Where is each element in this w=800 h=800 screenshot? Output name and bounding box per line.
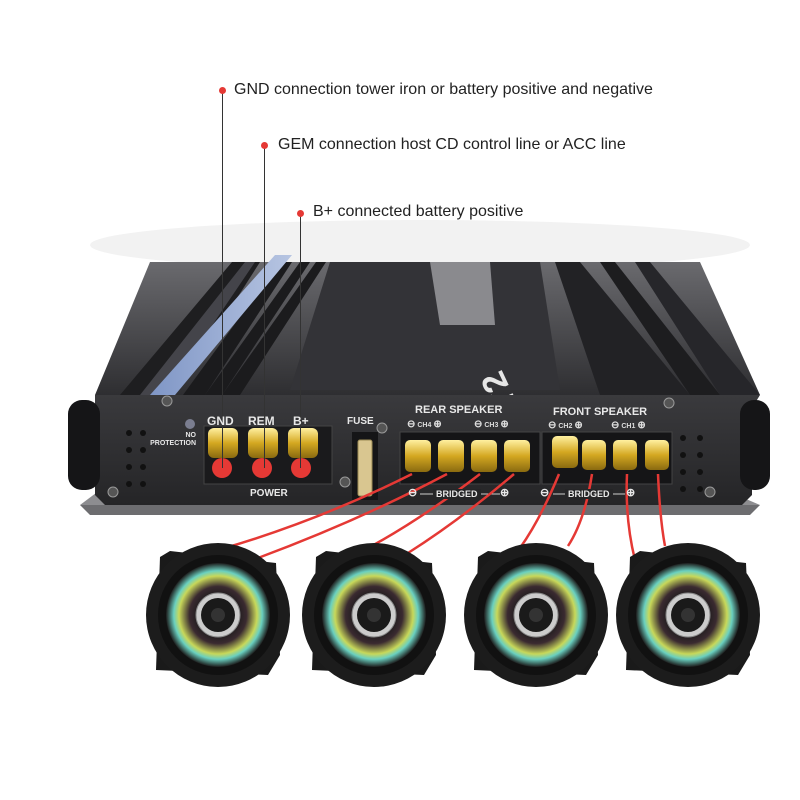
minus-icon: ⊖ [407, 419, 416, 430]
power-label: POWER [250, 488, 288, 499]
ch2-polarity: ⊖ CH2 ⊕ [548, 420, 583, 431]
gnd-callout-dot-icon [219, 87, 226, 94]
ch3-label: CH3 [484, 422, 499, 429]
rear-speaker-title: REAR SPEAKER [415, 404, 503, 416]
protection-label: NO PROTECTION [150, 432, 196, 447]
ch3-polarity: ⊖ CH3 ⊕ [474, 419, 509, 430]
ch2-label: CH2 [558, 423, 573, 430]
rem-leader-line [264, 147, 265, 468]
ch1-polarity: ⊖ CH1 ⊕ [611, 420, 646, 431]
minus-icon: ⊖ [611, 420, 620, 431]
speakers [146, 543, 760, 687]
front-bridged-plus-icon: ⊕ [626, 487, 636, 499]
rem-callout-text: GEM connection host CD control line or A… [278, 136, 626, 153]
plus-icon: ⊕ [500, 419, 509, 430]
front-bridged-minus-icon: ⊖ [540, 487, 550, 499]
plus-icon: ⊕ [574, 420, 583, 431]
bplus-callout-dot-icon [297, 210, 304, 217]
ch1-label: CH1 [621, 423, 636, 430]
plus-icon: ⊕ [433, 419, 442, 430]
bplus-leader-line [300, 215, 301, 468]
ch4-label: CH4 [417, 422, 432, 429]
plus-icon: ⊕ [637, 420, 646, 431]
ch4-polarity: ⊖ CH4 ⊕ [407, 419, 442, 430]
rear-bridged-plus-icon: ⊕ [500, 487, 510, 499]
minus-icon: ⊖ [548, 420, 557, 431]
rem-callout-dot-icon [261, 142, 268, 149]
gnd-leader-line [222, 92, 223, 468]
minus-icon: ⊖ [474, 419, 483, 430]
front-bridged-label: BRIDGED [565, 489, 613, 499]
front-speaker-title: FRONT SPEAKER [553, 406, 648, 418]
gnd-callout-text: GND connection tower iron or battery pos… [234, 81, 653, 98]
rear-bridged-minus-icon: ⊖ [408, 487, 418, 499]
gnd-terminal-label: GND [207, 414, 234, 428]
bplus-terminal-label: B+ [293, 414, 309, 428]
rem-terminal-label: REM [248, 414, 275, 428]
bplus-callout-text: B+ connected battery positive [313, 203, 524, 220]
fuse-label: FUSE [347, 416, 374, 427]
rear-bridged-label: BRIDGED [433, 489, 481, 499]
